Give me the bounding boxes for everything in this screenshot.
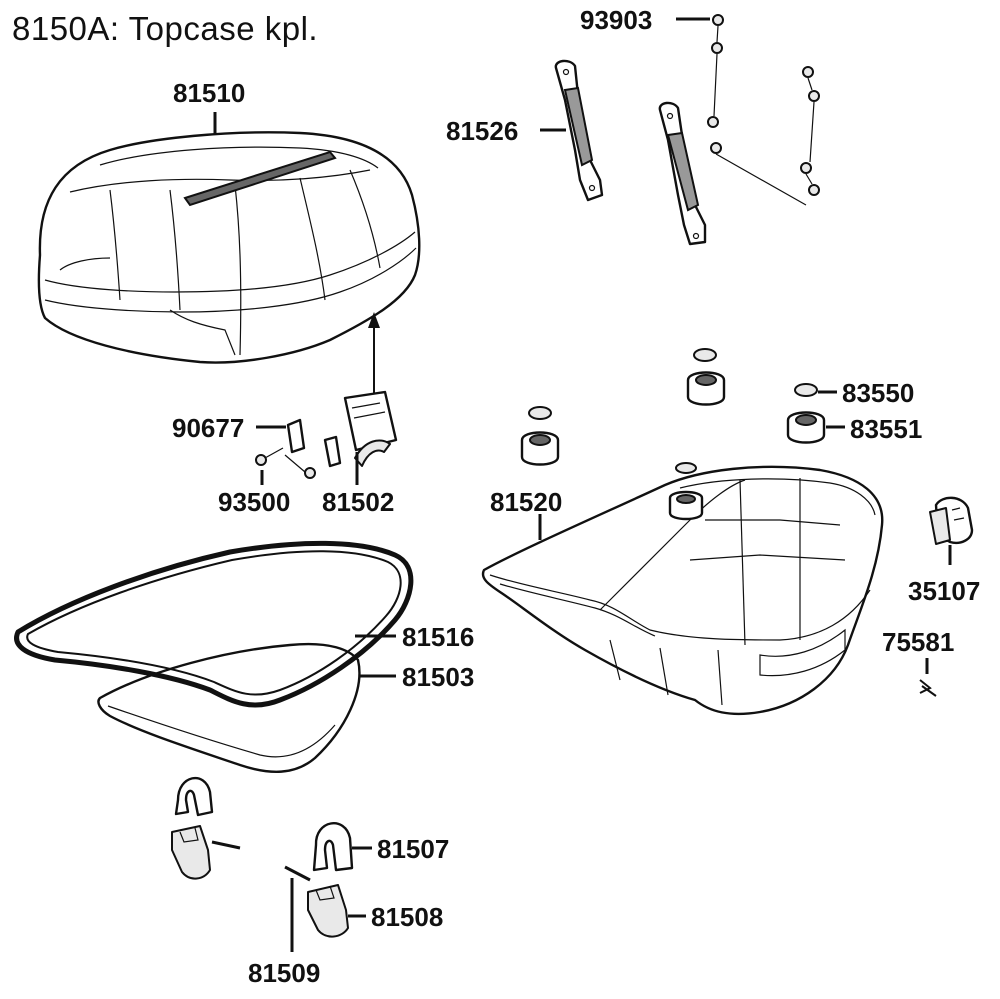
hinge-right-81507-81508 [284, 822, 354, 938]
part-number-81507: 81507 [377, 834, 449, 864]
clip-90677 [286, 418, 342, 468]
plate-81502 [343, 390, 398, 467]
part-number-81520: 81520 [490, 487, 562, 517]
part-number-93500: 93500 [218, 487, 290, 517]
base-81520 [481, 462, 884, 716]
part-number-81516: 81516 [402, 622, 474, 652]
page-title: 8150A: Topcase kpl. [12, 10, 319, 47]
lid-81510 [37, 131, 421, 364]
part-number-81503: 81503 [402, 662, 474, 692]
strap-81526-left [554, 59, 604, 202]
screws-93903 [707, 14, 820, 206]
part-number-81509: 81509 [248, 958, 320, 988]
lock-35107 [929, 496, 974, 545]
part-number-83551: 83551 [850, 414, 922, 444]
screws-93500 [255, 447, 316, 479]
part-number-83550: 83550 [842, 378, 914, 408]
part-number-81508: 81508 [371, 902, 443, 932]
part-number-81502: 81502 [322, 487, 394, 517]
part-number-93903: 93903 [580, 5, 652, 35]
assembly-arrow [368, 312, 380, 395]
part-number-75581: 75581 [882, 627, 954, 657]
part-number-35107: 35107 [908, 576, 980, 606]
part-number-81526: 81526 [446, 116, 518, 146]
grommets [520, 348, 826, 466]
part-number-90677: 90677 [172, 413, 244, 443]
strap-81526-right [658, 101, 707, 246]
clip-75581 [919, 679, 937, 697]
hinge-left [171, 776, 241, 880]
part-number-81510: 81510 [173, 78, 245, 108]
